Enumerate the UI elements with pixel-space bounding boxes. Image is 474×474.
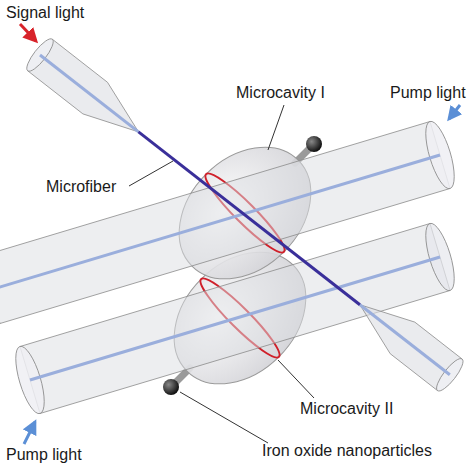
fiber-core (40, 55, 139, 132)
leader-line (129, 161, 173, 186)
signal-arrow (20, 24, 36, 41)
nanoparticle (306, 136, 322, 152)
microfiber (23, 36, 467, 395)
pump-arrow (24, 422, 35, 444)
pump-arrow (449, 105, 460, 119)
part-label: Iron oxide nanoparticles (262, 442, 432, 460)
input-label: Pump light (6, 446, 82, 464)
nanoparticle (163, 379, 179, 395)
fiber-core (360, 305, 450, 375)
input-label: Signal light (6, 4, 84, 22)
pump-fiber (0, 118, 460, 323)
leader-line (268, 105, 284, 150)
part-label: Microcavity II (300, 400, 393, 418)
leader-line (180, 392, 268, 443)
input-label: Pump light (390, 84, 466, 102)
part-label: Microcavity I (236, 84, 325, 102)
microfiber-line (139, 132, 360, 305)
leader-line (278, 360, 314, 398)
fiber-core (0, 155, 440, 290)
part-label: Microfiber (46, 178, 116, 196)
fiber-cladding (0, 122, 450, 324)
